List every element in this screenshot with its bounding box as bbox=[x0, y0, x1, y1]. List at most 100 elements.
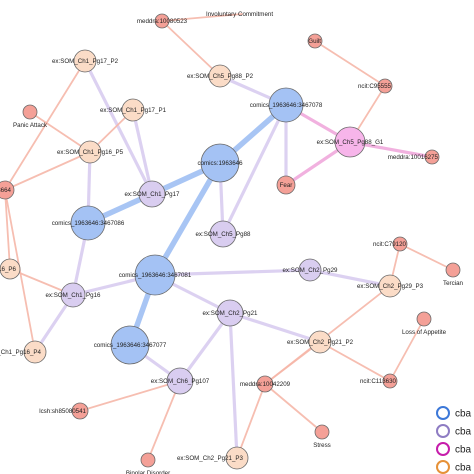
node-circle[interactable] bbox=[216, 299, 244, 327]
node-circle[interactable] bbox=[334, 126, 366, 158]
node-meddra_10033664[interactable]: meddra:10033664 bbox=[0, 180, 15, 200]
node-circle[interactable] bbox=[121, 98, 145, 122]
node-label: ex:SOM_Ch5_Pg88 bbox=[195, 231, 251, 238]
edge-ch2_pg29-ch2_pg29_p3 bbox=[308, 268, 392, 288]
node-ch1_pg17_p2[interactable]: ex:SOM_Ch1_Pg17_P2 bbox=[52, 49, 119, 73]
node-circle[interactable] bbox=[154, 13, 170, 29]
node-circle[interactable] bbox=[73, 49, 97, 73]
node-circle[interactable] bbox=[256, 375, 274, 393]
node-ch2_pg21_p3[interactable]: ex:SOM_Ch2_Pg21_P3 bbox=[177, 446, 249, 470]
edge-ch6_pg107-lcsh bbox=[79, 380, 181, 412]
node-circle[interactable] bbox=[138, 180, 166, 208]
edge-comics_1963646-comics_3467081 bbox=[152, 160, 223, 278]
node-circle[interactable] bbox=[22, 104, 38, 120]
node-bipolar[interactable]: Bipolar Disorder bbox=[126, 452, 170, 474]
node-loss_appetite[interactable]: Loss of Appetite bbox=[402, 311, 447, 336]
node-circle[interactable] bbox=[208, 64, 232, 88]
edge-ncit_c79120-tercian bbox=[399, 243, 454, 271]
edge-comics_3467081-ch2_pg29 bbox=[153, 268, 312, 277]
node-ch5_pg88_g1[interactable]: ex:SOM_Ch5_Pg88_G1 bbox=[317, 126, 384, 158]
node-ch1_pg16[interactable]: ex:SOM_Ch1_Pg16 bbox=[45, 282, 101, 308]
node-ch2_pg21_p2[interactable]: ex:SOM_Ch2_Pg21_P2 bbox=[287, 330, 354, 354]
node-guilt[interactable]: Guilt bbox=[307, 33, 323, 49]
node-meddra_10042209[interactable]: meddra:10042209 bbox=[240, 375, 291, 393]
node-circle[interactable] bbox=[209, 220, 237, 248]
node-label: ex:SOM_Ch2_Pg21_P2 bbox=[287, 339, 354, 346]
legend-label: cba bbox=[455, 463, 472, 474]
node-label: comics:1963646 bbox=[197, 160, 243, 167]
node-circle[interactable] bbox=[378, 274, 402, 298]
node-circle[interactable] bbox=[200, 143, 240, 183]
edge-meddra_10080523-involuntary bbox=[161, 13, 243, 22]
node-circle[interactable] bbox=[71, 402, 89, 420]
node-involuntary[interactable]: Involuntary Commitment bbox=[206, 11, 273, 18]
edge-ch1_pg17_p1-ch1_pg17 bbox=[131, 108, 154, 196]
node-lcsh[interactable]: lcsh:sh85080541 bbox=[39, 402, 89, 420]
node-panic[interactable]: Panic Attack bbox=[13, 104, 48, 129]
node-ch1_pg16_p4[interactable]: ex:SOM_Ch1_Pg16_P4 bbox=[0, 340, 47, 364]
node-comics_3467078[interactable]: comics_1963646:3467078 bbox=[250, 87, 323, 123]
node-circle[interactable] bbox=[392, 236, 408, 252]
legend-swatch bbox=[436, 442, 450, 456]
node-label: ex:SOM_Ch5_Pg88_P2 bbox=[187, 73, 254, 80]
node-circle[interactable] bbox=[0, 258, 21, 280]
node-ch2_pg29[interactable]: ex:SOM_Ch2_Pg29 bbox=[282, 258, 338, 282]
node-ch2_pg29_p3[interactable]: ex:SOM_Ch2_Pg29_P3 bbox=[357, 274, 424, 298]
node-ch2_pg21[interactable]: ex:SOM_Ch2_Pg21 bbox=[202, 299, 258, 327]
node-meddra_10080523[interactable]: meddra:10080523 bbox=[137, 13, 188, 29]
node-circle[interactable] bbox=[424, 149, 440, 165]
node-meddra_10016275[interactable]: meddra:10016275 bbox=[388, 149, 440, 165]
node-ch5_pg88_p2[interactable]: ex:SOM_Ch5_Pg88_P2 bbox=[187, 64, 254, 88]
node-circle[interactable] bbox=[377, 78, 393, 94]
node-ch1_pg17[interactable]: ex:SOM_Ch1_Pg17 bbox=[124, 180, 180, 208]
node-ch5_pg88[interactable]: ex:SOM_Ch5_Pg88 bbox=[195, 220, 251, 248]
node-circle[interactable] bbox=[60, 282, 86, 308]
node-label: ex:SOM_Ch2_Pg21 bbox=[202, 310, 258, 317]
node-label: ex:SOM_Ch2_Pg21_P3 bbox=[177, 455, 244, 462]
node-circle[interactable] bbox=[268, 87, 304, 123]
node-ncit_c95555[interactable]: ncit:C95555 bbox=[358, 78, 393, 94]
node-label: ex:SOM_Ch1_Pg16_P6 bbox=[0, 266, 17, 273]
node-circle[interactable] bbox=[134, 254, 176, 296]
node-fear[interactable]: Fear bbox=[276, 175, 296, 195]
node-label: meddra:10016275 bbox=[388, 154, 439, 161]
node-circle[interactable] bbox=[382, 373, 398, 389]
node-comics_3467081[interactable]: comics_1963646:3467081 bbox=[119, 254, 192, 296]
node-circle[interactable] bbox=[225, 446, 249, 470]
node-ncit_c79120[interactable]: ncit:C79120 bbox=[373, 236, 408, 252]
node-stress[interactable]: Stress bbox=[313, 424, 331, 449]
node-ch6_pg107[interactable]: ex:SOM_Ch6_Pg107 bbox=[151, 367, 210, 395]
node-label: Fear bbox=[280, 182, 293, 189]
node-circle[interactable] bbox=[166, 367, 194, 395]
node-circle[interactable] bbox=[298, 258, 322, 282]
node-circle[interactable] bbox=[445, 262, 461, 278]
edge-comics_3467078-ch5_pg88 bbox=[221, 103, 288, 236]
node-circle[interactable] bbox=[314, 424, 330, 440]
node-comics_1963646[interactable]: comics:1963646 bbox=[197, 143, 243, 183]
node-comics_3467077[interactable]: comics_1963646:3467077 bbox=[94, 325, 167, 365]
legend-swatch bbox=[436, 406, 450, 420]
node-circle[interactable] bbox=[23, 340, 47, 364]
node-label: ncit:C113630 bbox=[360, 378, 397, 385]
node-circle[interactable] bbox=[140, 452, 156, 468]
node-circle[interactable] bbox=[308, 330, 332, 354]
node-ch1_pg16_p5[interactable]: ex:SOM_Ch1_Pg16_P5 bbox=[57, 140, 124, 164]
legend-swatch bbox=[436, 424, 450, 438]
node-circle[interactable] bbox=[110, 325, 150, 365]
node-comics_3467086[interactable]: comics_1963646:3467086 bbox=[52, 205, 125, 241]
node-label: Tercian bbox=[443, 280, 464, 287]
node-circle[interactable] bbox=[307, 33, 323, 49]
node-circle[interactable] bbox=[416, 311, 432, 327]
node-tercian[interactable]: Tercian bbox=[443, 262, 464, 287]
node-circle[interactable] bbox=[78, 140, 102, 164]
node-ch1_pg16_p6[interactable]: ex:SOM_Ch1_Pg16_P6 bbox=[0, 258, 21, 280]
node-circle[interactable] bbox=[0, 180, 15, 200]
node-label: ex:SOM_Ch1_Pg16_P4 bbox=[0, 349, 42, 356]
node-circle[interactable] bbox=[70, 205, 106, 241]
node-ch1_pg17_p1[interactable]: ex:SOM_Ch1_Pg17_P1 bbox=[100, 98, 167, 122]
node-label: lcsh:sh85080541 bbox=[39, 408, 86, 415]
node-circle[interactable] bbox=[276, 175, 296, 195]
edge-ch2_pg21-ch2_pg21_p2 bbox=[228, 311, 322, 344]
node-label: ex:SOM_Ch2_Pg29 bbox=[282, 267, 338, 274]
node-ncit_c113630[interactable]: ncit:C113630 bbox=[360, 373, 398, 389]
